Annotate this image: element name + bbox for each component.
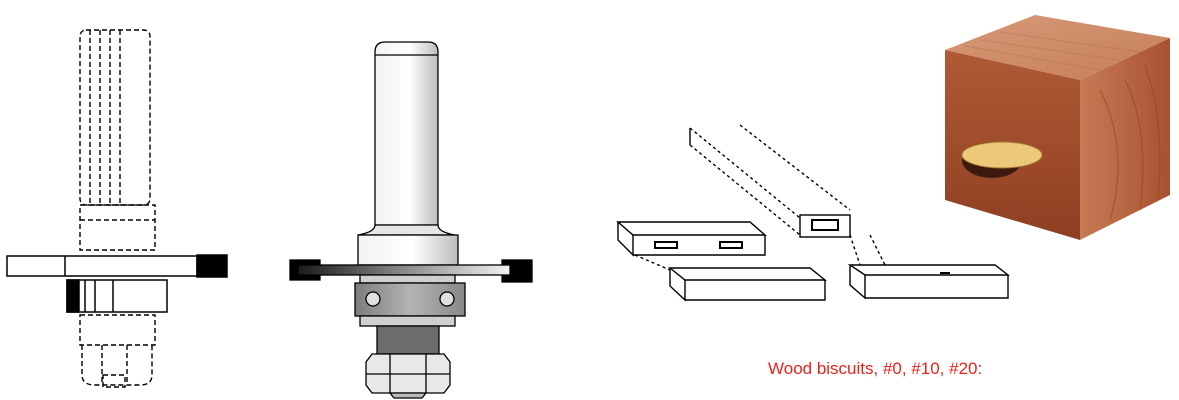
slot-cutter-shaded-icon (289, 41, 533, 399)
slot-cutter-outline-icon (6, 29, 228, 388)
biscuit-caption: Wood biscuits, #0, #10, #20: (768, 359, 983, 378)
slot-cutter-outline-drawing (0, 0, 240, 400)
biscuit-joint-diagram (600, 110, 1030, 315)
wood-block-icon (945, 15, 1170, 240)
slot-cutter-shaded-drawing (280, 0, 540, 400)
biscuit-joint-sketch-icon (616, 124, 1011, 302)
wood-block-with-biscuit (940, 10, 1179, 260)
